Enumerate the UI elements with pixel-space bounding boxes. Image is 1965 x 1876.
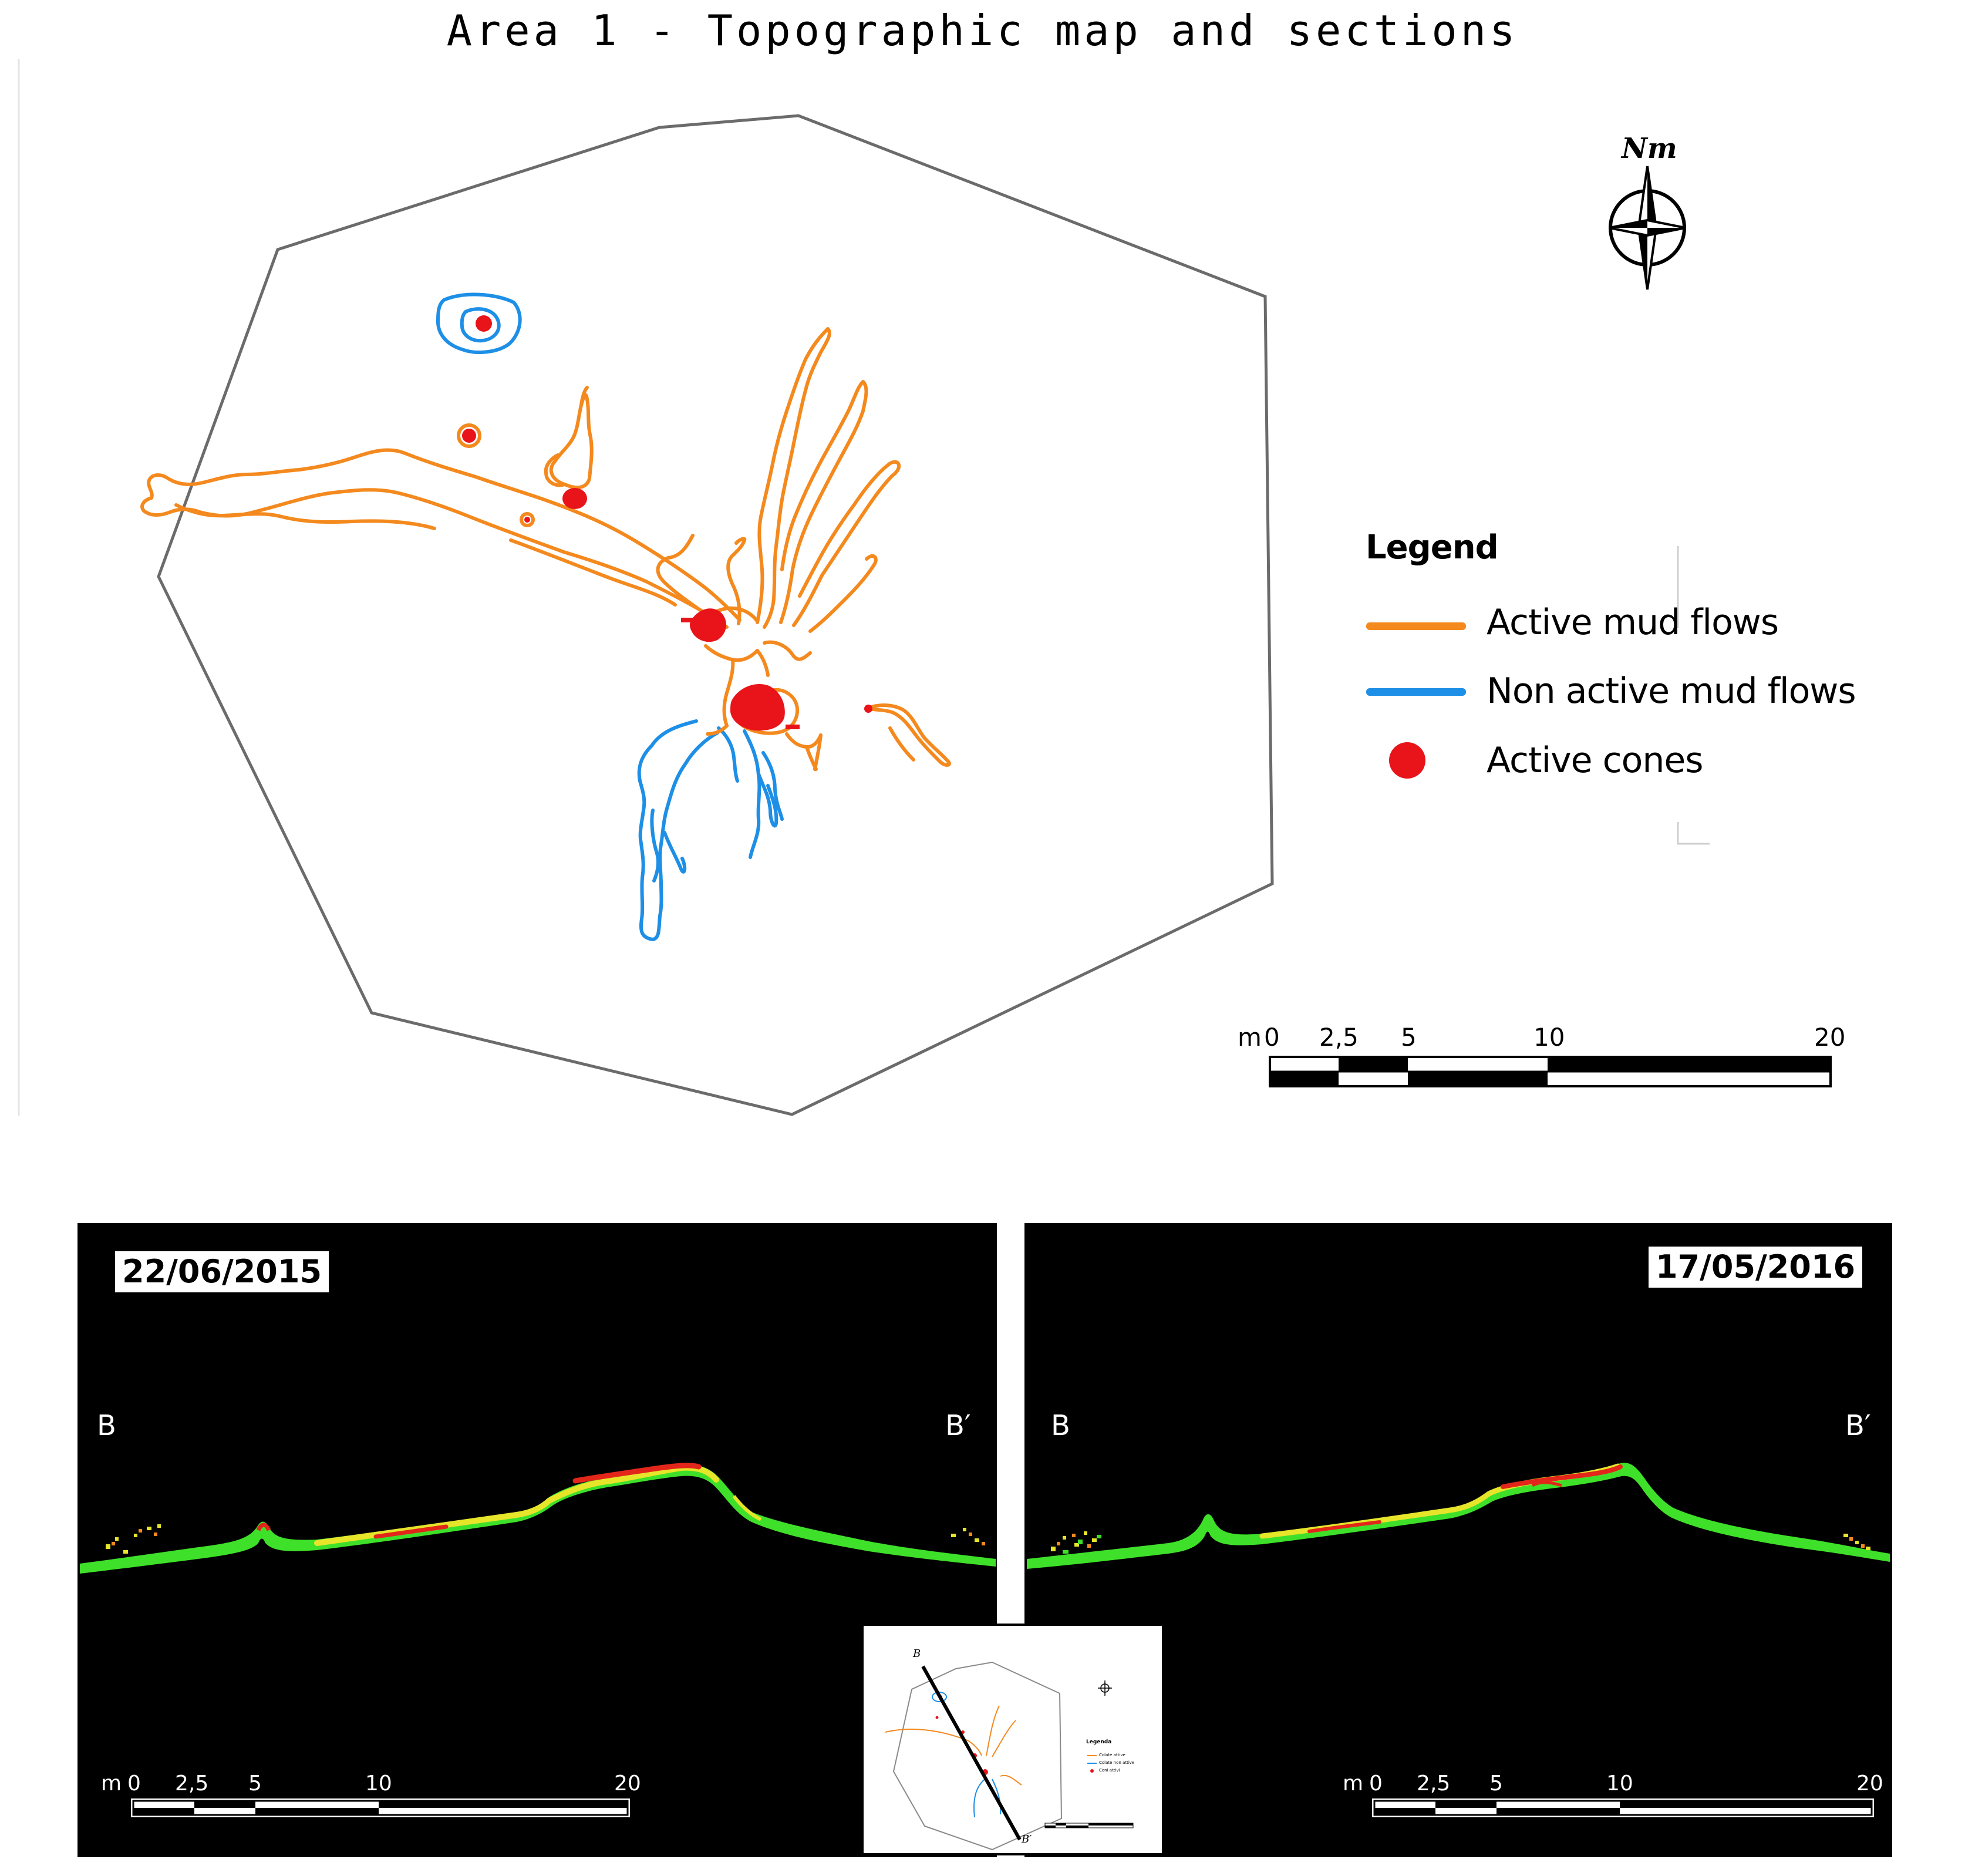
legend-cone-swatch — [1389, 742, 1425, 779]
section-2015-scale-tick-2-5: 2,5 — [175, 1771, 209, 1796]
section-2016-scale-tick-20: 20 — [1856, 1771, 1883, 1796]
active-cone — [690, 608, 726, 642]
scale-tick-5: 5 — [1401, 1023, 1417, 1052]
inset-legend-item-2: Colate non attive — [1099, 1760, 1135, 1765]
section-2015-scale-tick-10: 10 — [365, 1771, 392, 1796]
active-cone — [730, 683, 785, 731]
section-2016-scale-tick-5: 5 — [1489, 1771, 1503, 1796]
section-2016-end-label: B′ — [1845, 1409, 1871, 1442]
section-profiles — [80, 1463, 1890, 1855]
inset-scale-bar — [1044, 1823, 1134, 1828]
section-2015-scale-tick-0: 0 — [127, 1771, 141, 1796]
legend-frame-corner — [1677, 822, 1710, 845]
inset-legend-item-3: Coni attivi — [1099, 1768, 1120, 1773]
active-cone — [562, 488, 587, 509]
inset-end-label: B′ — [1022, 1833, 1032, 1845]
legend-active-flow-swatch — [1366, 622, 1466, 630]
section-2016-scale-tick-0: 0 — [1369, 1771, 1383, 1796]
scale-tick-10: 10 — [1533, 1023, 1565, 1052]
north-label: Nm — [1622, 132, 1677, 165]
legend-non-active-flow-swatch — [1366, 688, 1466, 696]
legend-label-active-cones: Active cones — [1487, 740, 1704, 781]
active-cone — [462, 429, 476, 443]
section-2015-scale-tick-20: 20 — [614, 1771, 641, 1796]
scale-unit: m — [1238, 1023, 1262, 1052]
inset-north-arrow-icon — [1098, 1680, 1112, 1696]
legend-title: Legend — [1366, 528, 1499, 567]
active-mud-flows — [140, 327, 951, 771]
section-2015-scale-tick-5: 5 — [248, 1771, 262, 1796]
active-cone — [681, 618, 696, 622]
profile-2016 — [1027, 1463, 1890, 1569]
active-cone — [524, 517, 530, 523]
section-2016-start-label: B — [1051, 1409, 1070, 1442]
inset-section-line — [921, 1665, 1022, 1841]
scale-tick-0: 0 — [1264, 1023, 1280, 1052]
section-2015-end-label: B′ — [945, 1409, 971, 1442]
section-scale-bar-2015 — [131, 1798, 630, 1817]
section-2015-scale-unit: m — [101, 1771, 122, 1796]
active-cones — [462, 315, 872, 731]
north-arrow-icon — [1609, 166, 1686, 290]
section-2016-scale-tick-2-5: 2,5 — [1417, 1771, 1451, 1796]
main-scale-bar — [1269, 1056, 1832, 1087]
section-scale-bar-2016 — [1372, 1798, 1874, 1817]
map-title: Area 1 - Topographic map and sections — [446, 6, 1519, 55]
non-active-mud-flows — [436, 292, 784, 941]
section-date-2016: 17/05/2016 — [1649, 1247, 1863, 1288]
section-2015-start-label: B — [97, 1409, 116, 1442]
topographic-map — [18, 59, 1832, 1116]
profile-2015 — [80, 1463, 996, 1574]
scale-tick-20: 20 — [1814, 1023, 1846, 1052]
section-2016-scale-unit: m — [1343, 1771, 1364, 1796]
section-2016-scale-tick-10: 10 — [1606, 1771, 1633, 1796]
section-panel-2016 — [1024, 1223, 1892, 1857]
inset-start-label: B — [913, 1648, 921, 1660]
active-cone — [864, 705, 872, 713]
active-cone — [786, 725, 800, 729]
legend-label-non-active-flows: Non active mud flows — [1487, 671, 1856, 712]
legend-label-active-flows: Active mud flows — [1487, 602, 1779, 643]
scale-tick-2-5: 2,5 — [1319, 1023, 1359, 1052]
inset-legend-title: Legenda — [1086, 1739, 1112, 1745]
section-date-2015: 22/06/2015 — [115, 1251, 329, 1292]
area-boundary — [157, 114, 1274, 1116]
inset-legend-item-1: Colate attive — [1099, 1753, 1125, 1757]
active-cone — [476, 315, 492, 332]
inset-location-map — [861, 1624, 1164, 1855]
